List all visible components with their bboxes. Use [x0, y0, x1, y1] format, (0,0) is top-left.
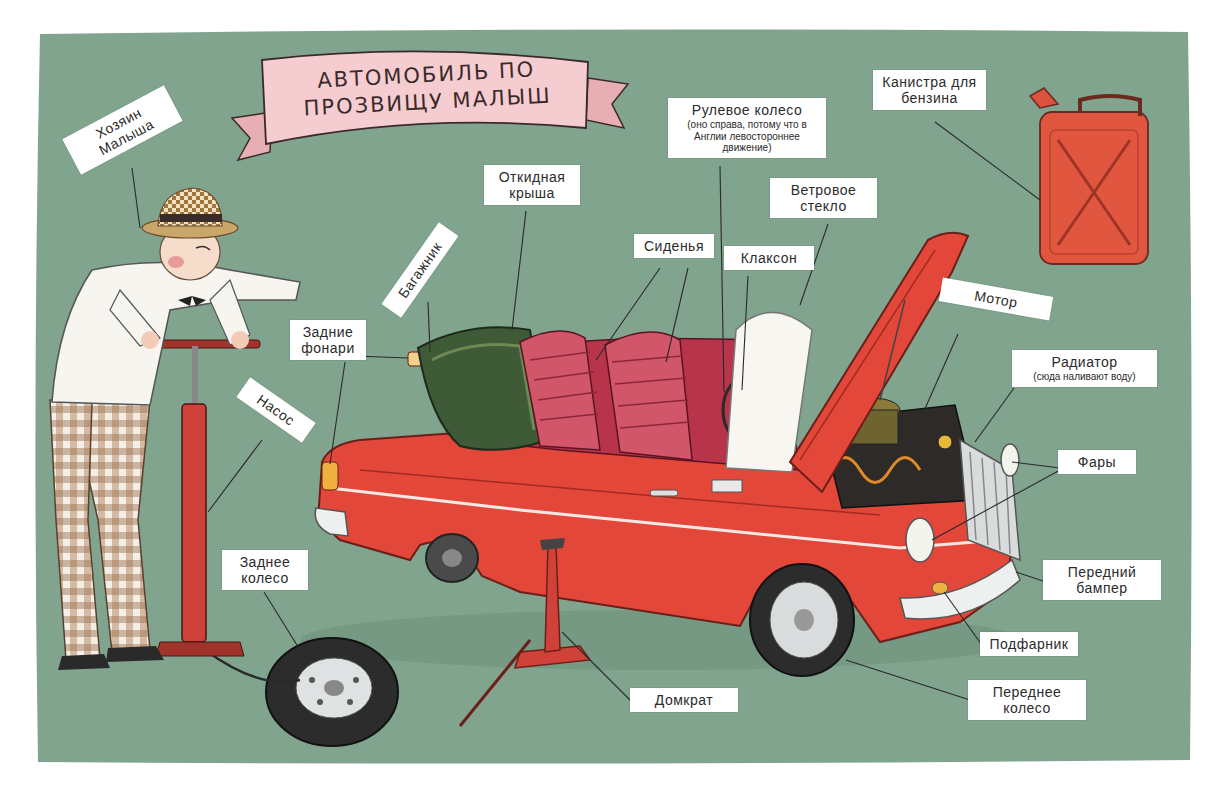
part-label: Насос — [236, 377, 315, 443]
label-text: Хозяин Малыша — [70, 92, 174, 168]
label-text: Ветровое стекло — [777, 182, 870, 214]
part-label: Заднее колесо — [222, 550, 308, 590]
part-label: Передний бампер — [1043, 560, 1161, 600]
part-label: Сиденья — [634, 234, 714, 258]
label-text: Радиатор — [1019, 354, 1150, 370]
part-label: Откидная крыша — [484, 165, 580, 205]
part-label: Подфарник — [980, 632, 1078, 656]
car-jack — [460, 538, 590, 726]
label-text: Откидная крыша — [491, 169, 573, 201]
part-label: Канистра для бензина — [873, 70, 986, 110]
part-label: Переднее колесо — [968, 680, 1086, 720]
label-text: Насос — [244, 385, 307, 436]
part-label: Радиатор(сюда наливают воду) — [1012, 350, 1157, 387]
part-label: Рулевое колесо(оно справа, потому что в … — [668, 98, 826, 158]
label-text: Канистра для бензина — [880, 74, 979, 106]
background — [35, 29, 1191, 763]
title-text: АВТОМОБИЛЬ ПО ПРОЗВИЩУ МАЛЫШ — [281, 54, 573, 124]
label-note: (сюда наливают воду) — [1019, 371, 1150, 383]
label-text: Мотор — [946, 283, 1045, 316]
label-text: Багажник — [389, 230, 452, 310]
label-text: Задние фонари — [297, 324, 359, 356]
label-text: Переднее колесо — [975, 684, 1079, 716]
label-text: Домкрат — [637, 692, 731, 708]
label-text: Клаксон — [731, 250, 807, 266]
label-text: Передний бампер — [1050, 564, 1154, 596]
part-label: Домкрат — [630, 688, 738, 712]
label-text: Заднее колесо — [229, 554, 301, 586]
rear-wheel — [266, 638, 398, 746]
label-note: (оно справа, потому что в Англии левосто… — [675, 119, 819, 154]
part-label: Мотор — [939, 277, 1053, 320]
fuel-canister — [1030, 88, 1148, 264]
label-text: Рулевое колесо — [675, 102, 819, 118]
label-text: Подфарник — [987, 636, 1071, 652]
label-text: Фары — [1065, 454, 1129, 470]
part-label: Ветровое стекло — [770, 178, 877, 218]
label-text: Сиденья — [641, 238, 707, 254]
owner-figure — [50, 188, 300, 670]
part-label: Клаксон — [724, 246, 814, 270]
part-label: Хозяин Малыша — [62, 85, 182, 174]
part-label: Багажник — [381, 222, 458, 318]
part-label: Задние фонари — [290, 320, 366, 360]
title-ribbon — [232, 51, 628, 160]
part-label: Фары — [1058, 450, 1136, 474]
leader-lines — [132, 122, 1060, 702]
